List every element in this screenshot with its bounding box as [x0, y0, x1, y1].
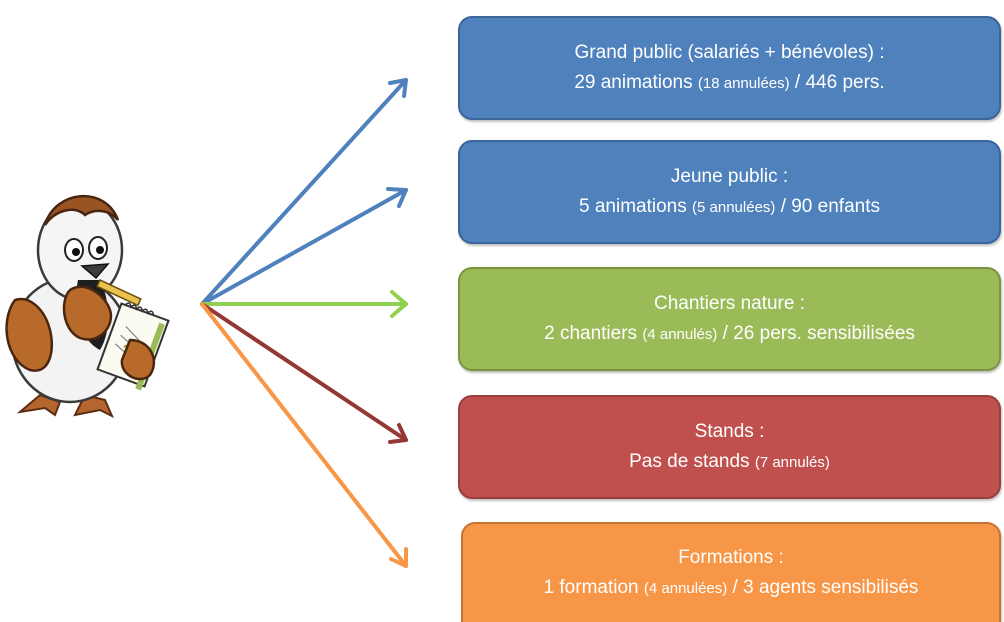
arrow-to-jeune-public — [200, 187, 408, 306]
arrow-to-chantiers-nature — [200, 290, 408, 318]
grand-public-stats: 29 animations (18 annulées) / 446 pers. — [574, 68, 884, 98]
formations-stats: 1 formation (4 annulées) / 3 agents sens… — [544, 573, 919, 603]
jeune-public-suffix: / 90 enfants — [780, 196, 880, 217]
jeune-public-main: 5 animations — [579, 196, 687, 217]
formations-box: Formations : 1 formation (4 annulées) / … — [461, 522, 1001, 622]
jeune-public-note: (5 annulées) — [692, 199, 776, 216]
jeune-public-title: Jeune public : — [670, 165, 789, 187]
arrow-to-stands — [200, 302, 408, 444]
chantiers-nature-stats: 2 chantiers (4 annulés) / 26 pers. sensi… — [544, 319, 915, 349]
arrow-to-grand-public — [200, 78, 408, 306]
formations-note: (4 annulées) — [643, 580, 728, 597]
stands-main: Pas de stands — [629, 451, 750, 472]
arrow-to-formations — [200, 302, 408, 568]
chantiers-nature-title: Chantiers nature : — [653, 292, 806, 314]
grand-public-suffix: / 446 pers. — [794, 72, 885, 93]
stands-title: Stands : — [694, 420, 765, 442]
stands-stats: Pas de stands (7 annulés) — [629, 447, 830, 477]
grand-public-box: Grand public (salariés + bénévoles) : 29… — [458, 16, 1001, 120]
jeune-public-box: Jeune public : 5 animations (5 annulées)… — [458, 140, 1001, 244]
sparrow-mascot-with-notepad-icon — [5, 195, 170, 419]
formations-main: 1 formation — [543, 577, 639, 598]
chantiers-nature-box: Chantiers nature : 2 chantiers (4 annulé… — [458, 267, 1001, 371]
grand-public-main: 29 animations — [574, 72, 693, 93]
formations-title: Formations : — [678, 546, 784, 568]
chantiers-nature-suffix: / 26 pers. sensibilisées — [722, 323, 915, 344]
grand-public-note: (18 annulées) — [697, 75, 790, 92]
jeune-public-stats: 5 animations (5 annulées) / 90 enfants — [579, 192, 880, 222]
chantiers-nature-note: (4 annulés) — [642, 326, 718, 343]
stands-note: (7 annulés) — [754, 454, 830, 471]
grand-public-title: Grand public (salariés + bénévoles) : — [574, 41, 885, 63]
chantiers-nature-main: 2 chantiers — [544, 323, 638, 344]
formations-suffix: / 3 agents sensibilisés — [732, 577, 919, 598]
stands-box: Stands : Pas de stands (7 annulés) — [458, 395, 1001, 499]
